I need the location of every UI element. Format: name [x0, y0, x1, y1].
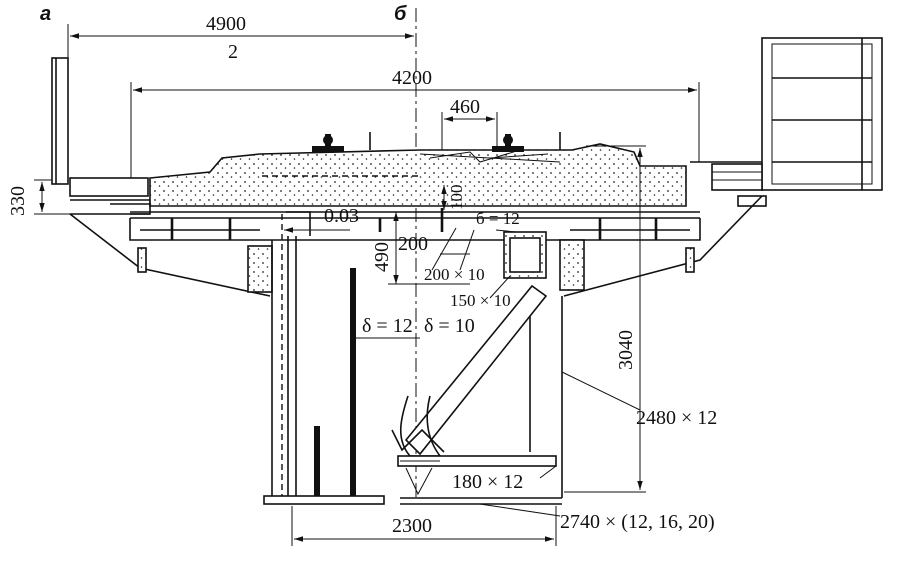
dim-3040: 3040: [615, 330, 637, 370]
dimension-bottom-width: 2300: [291, 506, 557, 546]
slope-value: 0.03: [324, 205, 359, 227]
dim-4200: 4200: [392, 67, 432, 89]
labels-webs: δ = 12 δ = 10: [356, 315, 475, 339]
label-delta-web-left: δ = 12: [362, 315, 413, 337]
section-label-a: а: [40, 3, 51, 25]
left-cantilever: [51, 57, 271, 297]
dim-2300: 2300: [392, 515, 432, 537]
dimension-half-width: 4900 2: [67, 13, 414, 182]
dim-200: 200: [398, 233, 428, 255]
right-cantilever: [563, 37, 883, 297]
dim-490: 490: [371, 242, 393, 272]
label-flange-200x10: 200 × 10: [424, 265, 485, 284]
dimension-plate-details: 490 200 100: [371, 185, 475, 285]
label-flange-180x12: 180 × 12: [452, 471, 523, 493]
dimension-deck-width: 4200: [130, 67, 700, 182]
concrete-deck: [149, 143, 687, 207]
label-delta-web-mid: δ = 10: [424, 315, 475, 337]
dim-100: 100: [447, 185, 466, 211]
labels-deck-plates: б = 12 200 × 10 150 × 10: [424, 209, 520, 310]
joint-zigzag: [419, 149, 561, 163]
label-stiffener-150x10: 150 × 10: [450, 291, 511, 310]
dimension-rail-gauge: 460: [441, 96, 498, 150]
deck-plate: [129, 208, 701, 241]
dim-4900: 4900: [206, 13, 246, 35]
label-web-2480x12: 2480 × 12: [636, 407, 717, 429]
dim-330: 330: [7, 186, 29, 216]
slope-annotation: 0.03: [284, 205, 359, 233]
label-delta-top: б = 12: [476, 209, 520, 228]
rails: [312, 132, 561, 152]
label-bottom-2740: 2740 × (12, 16, 20): [560, 511, 715, 533]
labels-bottom: 2480 × 12 180 × 12 2740 × (12, 16, 20): [452, 371, 717, 533]
dimension-total-height: 3040: [564, 145, 646, 493]
dim-460: 460: [450, 96, 480, 118]
section-label-b: б: [394, 3, 407, 25]
dim-divisor-2: 2: [228, 41, 238, 63]
box-girder: [247, 211, 585, 505]
